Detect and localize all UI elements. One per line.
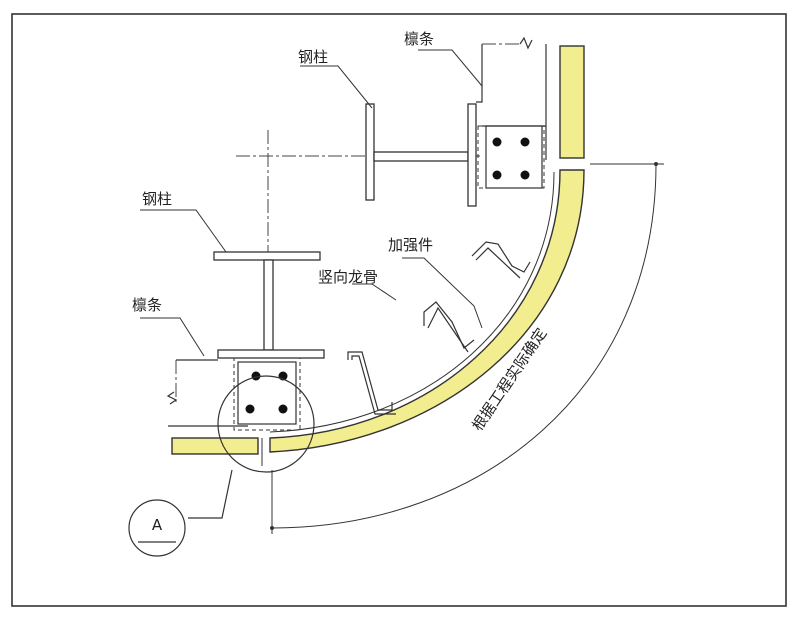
- detail-marker-label: A: [152, 516, 163, 534]
- curved-wall-panel: [171, 45, 585, 466]
- steel-column-top: [365, 103, 477, 207]
- purlin-left: [166, 357, 301, 431]
- label-column-top: 钢柱: [298, 48, 328, 66]
- label-purlin-left: 檩条: [132, 296, 162, 314]
- vertical-keel-1: [347, 351, 396, 415]
- label-column-left: 钢柱: [142, 190, 172, 208]
- dimension-arc: [270, 162, 664, 534]
- label-purlin-top: 檩条: [404, 30, 434, 48]
- leader-lines: [140, 49, 483, 357]
- detail-marker-circle: [128, 499, 186, 557]
- label-vertical-keel: 竖向龙骨: [318, 268, 378, 286]
- stiffener: [471, 241, 531, 279]
- bolt-group-left: [245, 371, 288, 414]
- purlin-top: [476, 36, 547, 189]
- vertical-keel-2: [423, 301, 475, 353]
- bolt-group-top: [492, 137, 530, 180]
- steel-column-left: [213, 251, 325, 359]
- label-stiffener: 加强件: [388, 236, 433, 254]
- detail-callout: A: [128, 375, 315, 557]
- drawing-frame: [11, 13, 787, 607]
